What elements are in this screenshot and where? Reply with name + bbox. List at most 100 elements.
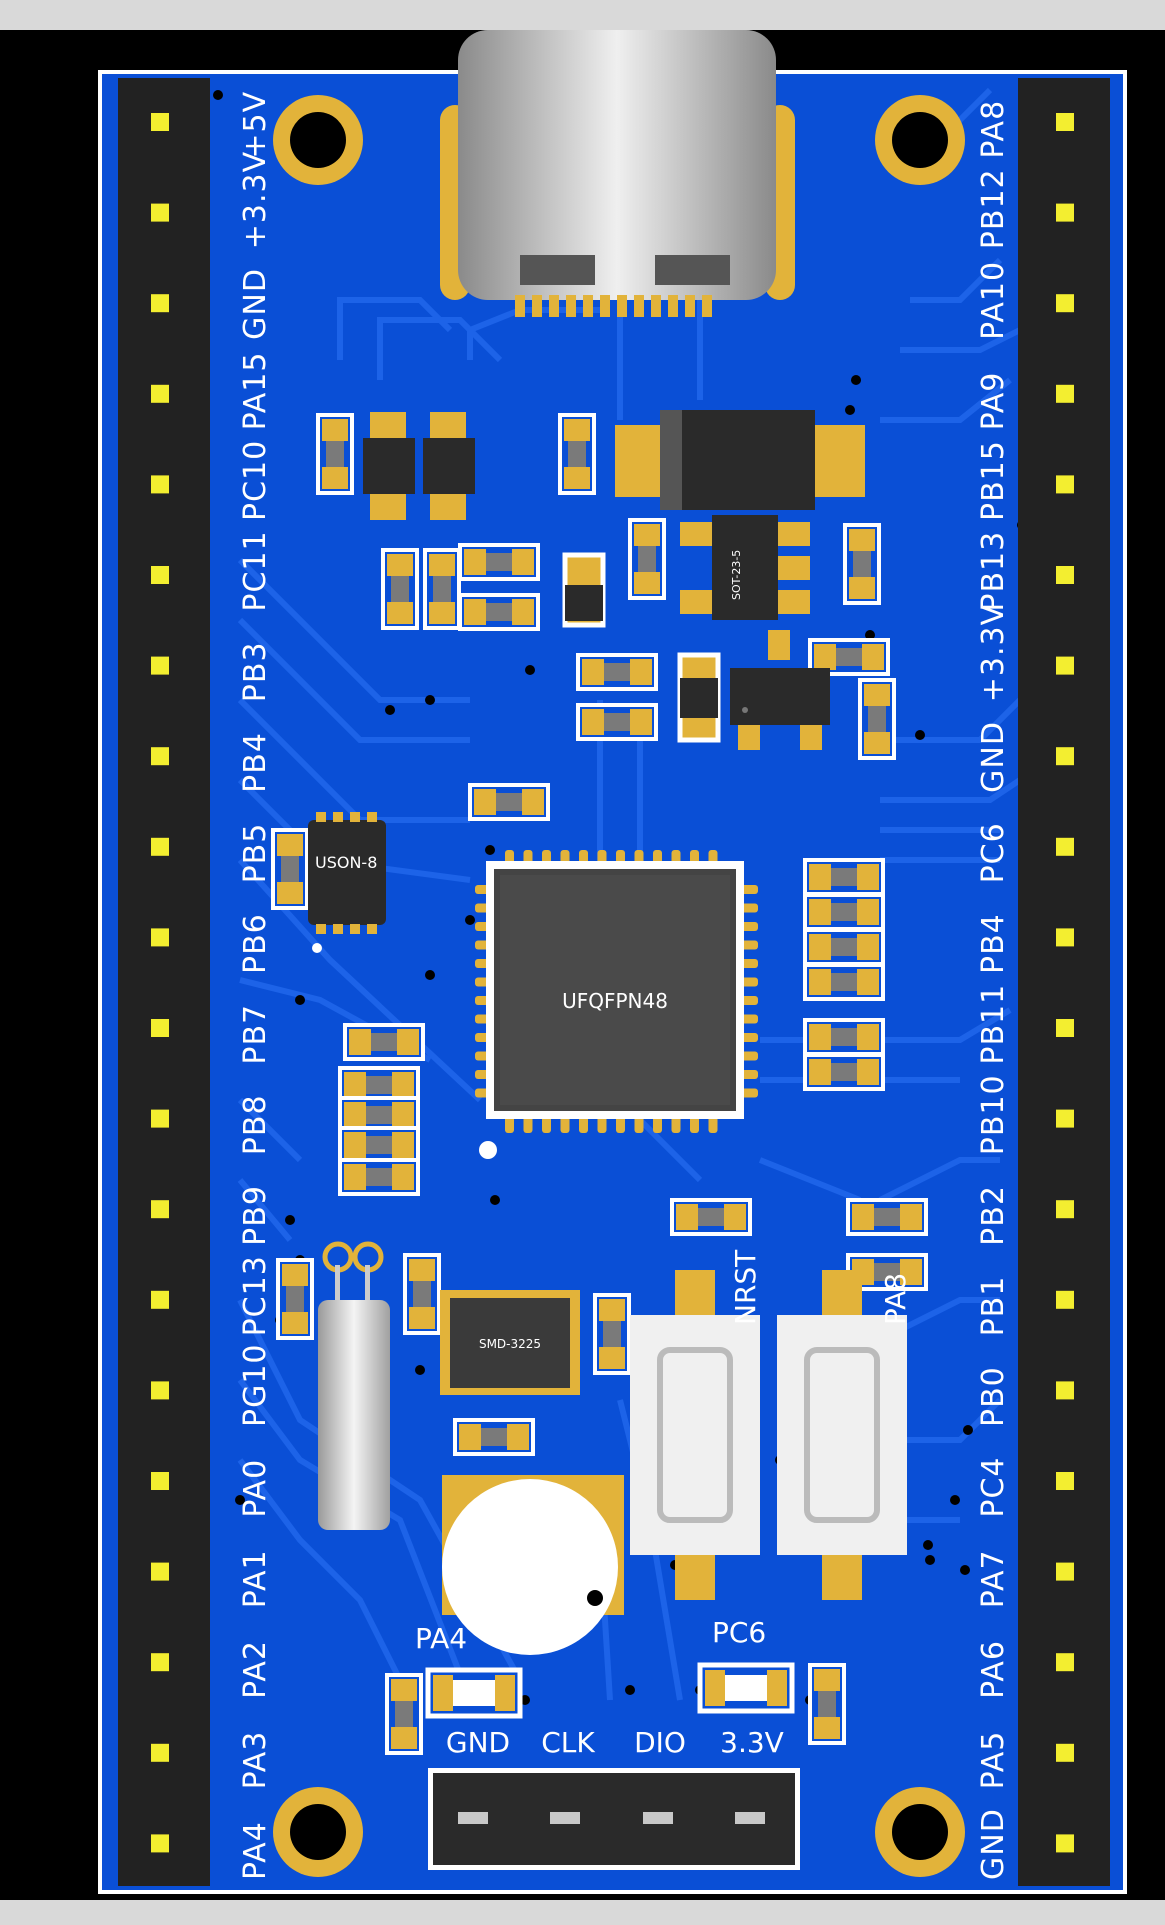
header-label: PB0 — [976, 1366, 1011, 1427]
passive-component — [423, 548, 461, 630]
header-label: GND — [976, 1808, 1011, 1880]
passive-component — [593, 1293, 631, 1375]
passive-component — [858, 678, 896, 760]
header-label: +5V — [238, 91, 273, 159]
flash-chip: USON-8 — [308, 812, 386, 953]
transistor-1 — [730, 630, 830, 750]
right-header-labels: GNDPA5PA6PA7PC4PB0PB1PB2PB10PB11PB4PC6GN… — [976, 100, 1011, 1880]
header-label: PB3 — [238, 641, 273, 702]
header-pin — [151, 747, 169, 766]
passive-component — [670, 1198, 752, 1236]
swd-label: GND — [446, 1726, 510, 1759]
passive-component — [803, 963, 885, 1001]
nrst-button[interactable] — [630, 1270, 760, 1600]
header-pin — [151, 656, 169, 675]
swd-label: 3.3V — [720, 1726, 784, 1759]
header-pin — [1056, 384, 1074, 403]
header-pin — [1056, 1019, 1074, 1037]
passive-component — [403, 1253, 441, 1335]
swd-label: DIO — [634, 1726, 686, 1759]
header-label: PB15 — [976, 440, 1011, 521]
header-pin — [151, 1019, 169, 1037]
header-label: PA10 — [976, 261, 1011, 340]
regulator-label: SOT-23-5 — [730, 550, 743, 600]
header-label: PA5 — [976, 1731, 1011, 1790]
passive-component — [458, 543, 540, 581]
passive-component — [276, 1258, 314, 1340]
header-pin — [1056, 203, 1074, 222]
header-pin — [151, 928, 169, 947]
header-label: PB4 — [238, 732, 273, 793]
led-pa4 — [425, 1667, 523, 1719]
left-header-pins — [151, 113, 169, 1853]
button-label-nrst: NRST — [729, 1249, 762, 1325]
passive-component — [381, 548, 419, 630]
header-label: PG10 — [238, 1343, 273, 1427]
passive-component — [803, 928, 885, 966]
passive-component — [576, 653, 658, 691]
passive-components — [271, 413, 928, 1755]
header-label: PB11 — [976, 984, 1011, 1065]
header-pin — [151, 1743, 169, 1762]
passive-component — [803, 1018, 885, 1056]
header-pin — [151, 566, 169, 584]
header-pin — [1056, 1653, 1074, 1672]
flash-label: USON-8 — [315, 853, 377, 872]
passive-component — [808, 1663, 846, 1745]
header-pin — [1056, 1109, 1074, 1128]
header-pin — [1056, 1562, 1074, 1581]
header-pin — [1056, 1381, 1074, 1400]
header-pin — [1056, 1743, 1074, 1762]
passive-component — [808, 638, 890, 676]
header-pin — [151, 113, 169, 131]
header-label: PA6 — [976, 1640, 1011, 1699]
header-pin — [151, 1381, 169, 1400]
header-label: PB1 — [976, 1276, 1011, 1337]
passive-component — [458, 593, 540, 631]
right-pin-header — [1018, 78, 1110, 1886]
header-label: PB4 — [976, 913, 1011, 974]
header-label: PB5 — [238, 823, 273, 884]
header-pin — [1056, 566, 1074, 584]
header-label: PB7 — [238, 1004, 273, 1065]
led-label-pa4: PA4 — [415, 1622, 467, 1655]
header-label: PB10 — [976, 1074, 1011, 1155]
crystal-oscillator — [318, 1241, 390, 1530]
passive-component — [576, 703, 658, 741]
small-transistor — [677, 652, 721, 743]
header-label: GND — [976, 721, 1011, 793]
header-pin — [151, 384, 169, 403]
header-pin — [151, 203, 169, 222]
header-pin — [151, 1109, 169, 1128]
header-pin — [1056, 1472, 1074, 1490]
passive-component — [385, 1673, 423, 1755]
header-pin — [1056, 837, 1074, 856]
passive-component — [558, 413, 596, 495]
regulator-chip: SOT-23-5 — [680, 515, 810, 620]
header-label: PB12 — [976, 168, 1011, 249]
header-pin — [1056, 113, 1074, 131]
header-pin — [151, 1653, 169, 1672]
window-bottom-bar — [0, 1900, 1165, 1925]
header-pin — [151, 837, 169, 856]
header-pin — [1056, 1834, 1074, 1853]
passive-component — [338, 1126, 420, 1164]
header-label: PA4 — [238, 1821, 273, 1880]
header-label: PC10 — [238, 440, 273, 521]
header-pin — [1056, 475, 1074, 494]
tantalum-cap — [562, 552, 606, 628]
header-pin — [1056, 656, 1074, 675]
passive-component — [843, 523, 881, 605]
pa8-button[interactable] — [777, 1270, 907, 1600]
smd-crystal: SMD-3225 — [440, 1290, 580, 1395]
passive-component — [343, 1023, 425, 1061]
header-pin — [1056, 1200, 1074, 1219]
mosfet-2 — [423, 412, 475, 520]
header-pin — [151, 1472, 169, 1490]
header-label: PA15 — [238, 352, 273, 431]
header-label: PA2 — [238, 1640, 273, 1699]
header-label: PC6 — [976, 822, 1011, 883]
header-label: PB13 — [976, 531, 1011, 612]
